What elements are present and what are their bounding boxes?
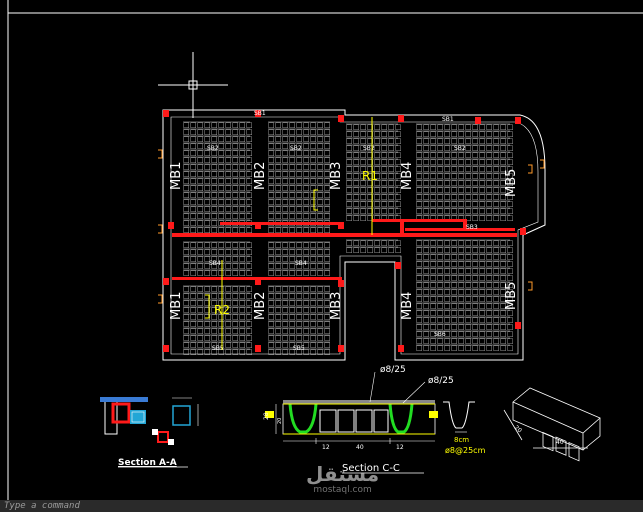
edge-dimension-marks <box>158 149 545 304</box>
secondary-beam-label: SB6 <box>434 331 446 338</box>
rib-detail-spacing: ø8@25cm <box>445 446 486 455</box>
section-a-title: Section A-A <box>118 458 177 468</box>
secondary-beam-label: SB3 <box>466 224 478 231</box>
secondary-beam-label: SB4 <box>295 260 307 267</box>
r2-label: R2 <box>214 303 230 317</box>
secondary-beam-label: SB2 <box>290 145 302 152</box>
watermark-latin: mostaql.com <box>313 485 372 495</box>
rib-detail <box>443 401 475 433</box>
main-beam-label: MB2 <box>253 162 268 190</box>
secondary-beam-label: SB4 <box>209 260 221 267</box>
section-c-dim-left-inner: 20 <box>277 418 283 424</box>
drawing-frame <box>7 0 643 500</box>
rib-detail-width: 8cm <box>454 436 469 444</box>
plan-outline <box>162 109 546 361</box>
crosshair-cursor-icon <box>158 52 228 118</box>
main-beam-label: MB1 <box>169 292 184 320</box>
section-c-rebar-top: ø8/25 <box>380 365 406 375</box>
isometric-block <box>503 387 601 462</box>
section-c-dim-left-outer: 28 <box>263 412 270 420</box>
main-beam-label: MB4 <box>400 292 415 320</box>
command-line-input[interactable]: Type a command <box>0 500 643 512</box>
main-beam-label: MB3 <box>329 292 344 320</box>
iso-dim-width: 40 <box>556 439 564 446</box>
section-c-rebar-right: ø8/25 <box>428 376 454 386</box>
secondary-beam-label: SB5 <box>212 345 224 352</box>
section-c-dim-bottom-1: 12 <box>322 444 330 451</box>
section-a-detail <box>100 397 199 445</box>
section-c-dim-bottom-3: 12 <box>396 444 404 451</box>
section-c-dim-bottom-2: 40 <box>356 444 364 451</box>
iso-dim-depth: 20 <box>513 424 523 434</box>
secondary-beam-label: SB5 <box>293 345 305 352</box>
secondary-beam-label: SB1 <box>254 110 266 117</box>
secondary-beam-label: SB2 <box>454 145 466 152</box>
section-c-title: Section C-C <box>342 463 400 474</box>
main-beam-label: MB3 <box>329 162 344 190</box>
columns-red <box>163 110 526 352</box>
main-beam-label: MB5 <box>504 169 519 197</box>
section-c-detail <box>265 371 438 444</box>
radius-markers <box>205 117 373 350</box>
main-beam-label: MB4 <box>400 162 415 190</box>
hollow-block-pattern <box>183 121 513 355</box>
r1-label: R1 <box>362 169 378 183</box>
main-beam-label: MB2 <box>253 292 268 320</box>
main-beam-label: MB1 <box>169 162 184 190</box>
watermark-logo: مستقل mostaql.com <box>306 463 379 495</box>
watermark-arabic: مستقل <box>306 462 380 486</box>
main-beam-label: MB5 <box>504 282 519 310</box>
secondary-beam-label: SB2 <box>207 145 219 152</box>
secondary-beam-label: SB2 <box>363 145 375 152</box>
secondary-beam-label: SB1 <box>442 116 454 123</box>
